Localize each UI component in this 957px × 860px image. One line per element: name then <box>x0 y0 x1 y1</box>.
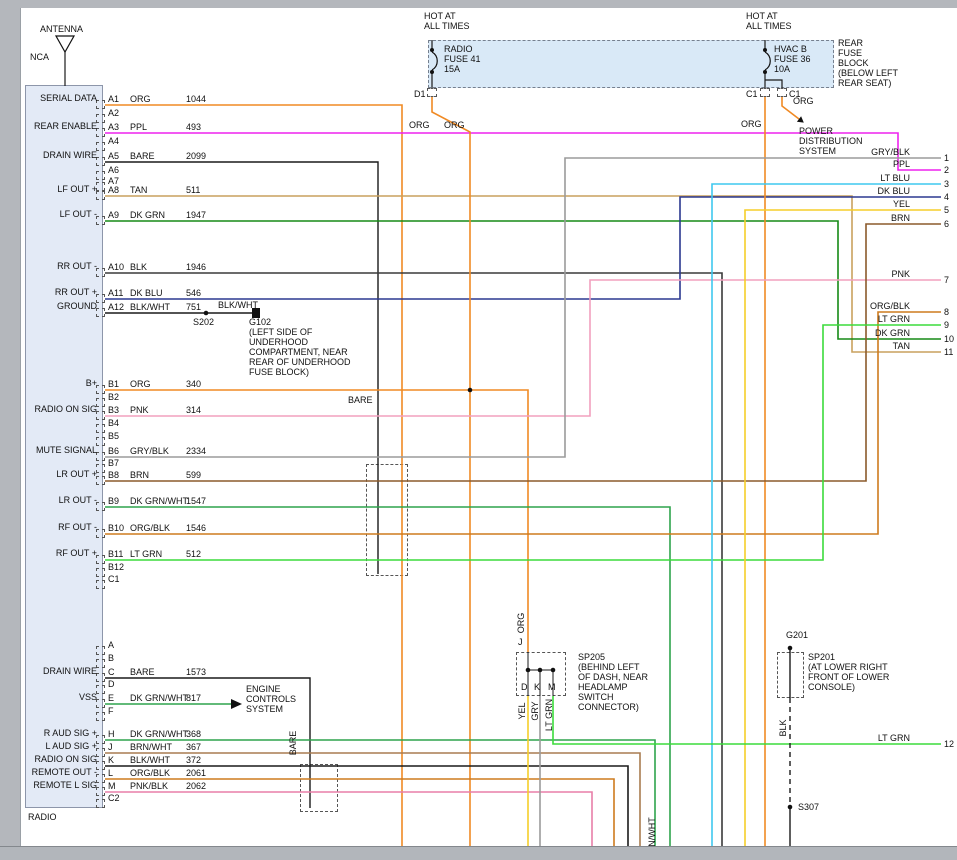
junction-dot-2 <box>787 645 793 651</box>
wire-lt-blu-stub <box>711 183 941 852</box>
wire-remote-out-l <box>105 778 615 852</box>
connector-pin-A10 <box>96 268 105 277</box>
wire-lf-out-plus-a8 <box>105 195 941 353</box>
wire-l-aud-sig-j <box>105 752 641 852</box>
connector-pin-A3 <box>96 128 105 137</box>
junction-dot-1 <box>467 387 473 393</box>
connector-pin-A2 <box>96 114 105 123</box>
diagram-page <box>20 8 957 846</box>
wire-drain-wire-a5 <box>105 161 379 574</box>
g102-ground-icon <box>252 308 260 318</box>
radio-connector-box <box>25 85 103 808</box>
fuse-pin-c1b <box>777 88 787 97</box>
wire-serial-data-a1 <box>105 104 403 852</box>
connector-pin-B1 <box>96 385 105 394</box>
wire-pds-branch <box>781 97 800 120</box>
connector-pin-H <box>96 735 105 744</box>
wire-r-aud-sig-h <box>105 739 656 852</box>
radio-fuse-41-element <box>431 51 438 71</box>
connector-pin-B6 <box>96 452 105 461</box>
fuse-pin-d1 <box>427 88 437 97</box>
junction-dot-6 <box>550 667 556 673</box>
connector-pin-F <box>96 712 105 721</box>
wire-sp205-org-feed <box>470 389 529 652</box>
connector-pin-C1 <box>96 580 105 589</box>
bottom-scrollbar[interactable] <box>0 846 957 860</box>
connector-pin-B11 <box>96 555 105 564</box>
connector-pin-M <box>96 787 105 796</box>
wire-sp205-ltgrn-out <box>552 696 941 745</box>
connector-pin-A8 <box>96 191 105 200</box>
wire-fuse36-branch <box>765 79 783 88</box>
wire-lr-out-plus-b8 <box>105 223 941 482</box>
connector-pin-A9 <box>96 216 105 225</box>
wire-radio-on-sig-b3 <box>105 279 941 417</box>
connector-pin-E <box>96 699 105 708</box>
connector-pin-A1 <box>96 100 105 109</box>
connector-pin-A12 <box>96 308 105 317</box>
connector-pin-B8 <box>96 476 105 485</box>
wire-radio-on-sig-k <box>105 765 629 852</box>
junction-dot-0 <box>203 310 209 316</box>
antenna-icon <box>54 35 76 54</box>
connector-pin-B7 <box>96 464 105 473</box>
connector-pin-B3 <box>96 411 105 420</box>
connector-pin-A7 <box>96 182 105 191</box>
junction-dot-5 <box>537 667 543 673</box>
wire-drain-wire-c <box>105 677 311 808</box>
connector-pin-B10 <box>96 529 105 538</box>
radio-fuse-41-terminal-bottom <box>430 70 434 74</box>
connector-pin-D <box>96 685 105 694</box>
connector-pin-A11 <box>96 294 105 303</box>
wire-mute-signal-b6 <box>105 157 941 458</box>
connector-pin-C <box>96 673 105 682</box>
connector-pin-A <box>96 646 105 655</box>
hvac-b-fuse-36-terminal-bottom <box>763 70 767 74</box>
connector-pin-C2 <box>96 799 105 808</box>
connector-pin-B12 <box>96 568 105 577</box>
connector-pin-L <box>96 774 105 783</box>
wire-rr-out-minus-a10 <box>105 272 723 852</box>
wire-rf-out-minus-b10 <box>105 311 941 535</box>
wire-rear-enable-a3 <box>105 132 941 171</box>
shield-box-mid <box>366 464 408 576</box>
connector-pin-A5 <box>96 157 105 166</box>
connector-pin-B9 <box>96 502 105 511</box>
junction-dot-4 <box>525 667 531 673</box>
wire-remote-sig-m <box>105 791 593 852</box>
shield-box-bottom <box>300 764 338 812</box>
power-distribution-arrow <box>796 116 804 123</box>
junction-dot-3 <box>787 804 793 810</box>
hvac-b-fuse-36-terminal-top <box>763 48 767 52</box>
connector-pin-K <box>96 761 105 770</box>
sp205-box <box>516 652 566 696</box>
engine-controls-arrow <box>231 699 242 709</box>
wire-rr-out-plus-a11 <box>105 196 941 300</box>
connector-pin-B5 <box>96 437 105 446</box>
connector-pin-B <box>96 659 105 668</box>
connector-pin-B2 <box>96 398 105 407</box>
wire-yel-stub <box>744 209 941 852</box>
fuse-pin-c1a <box>760 88 770 97</box>
wire-radio-fuse-feed <box>431 97 471 852</box>
hvac-b-fuse-36-element <box>764 51 771 71</box>
wire-lr-out-minus-b9 <box>105 506 671 852</box>
wire-rf-out-plus-b11 <box>105 324 941 561</box>
connector-pin-B4 <box>96 424 105 433</box>
connector-pin-A6 <box>96 171 105 180</box>
connector-pin-A4 <box>96 142 105 151</box>
radio-fuse-41-terminal-top <box>430 48 434 52</box>
connector-pin-J <box>96 748 105 757</box>
